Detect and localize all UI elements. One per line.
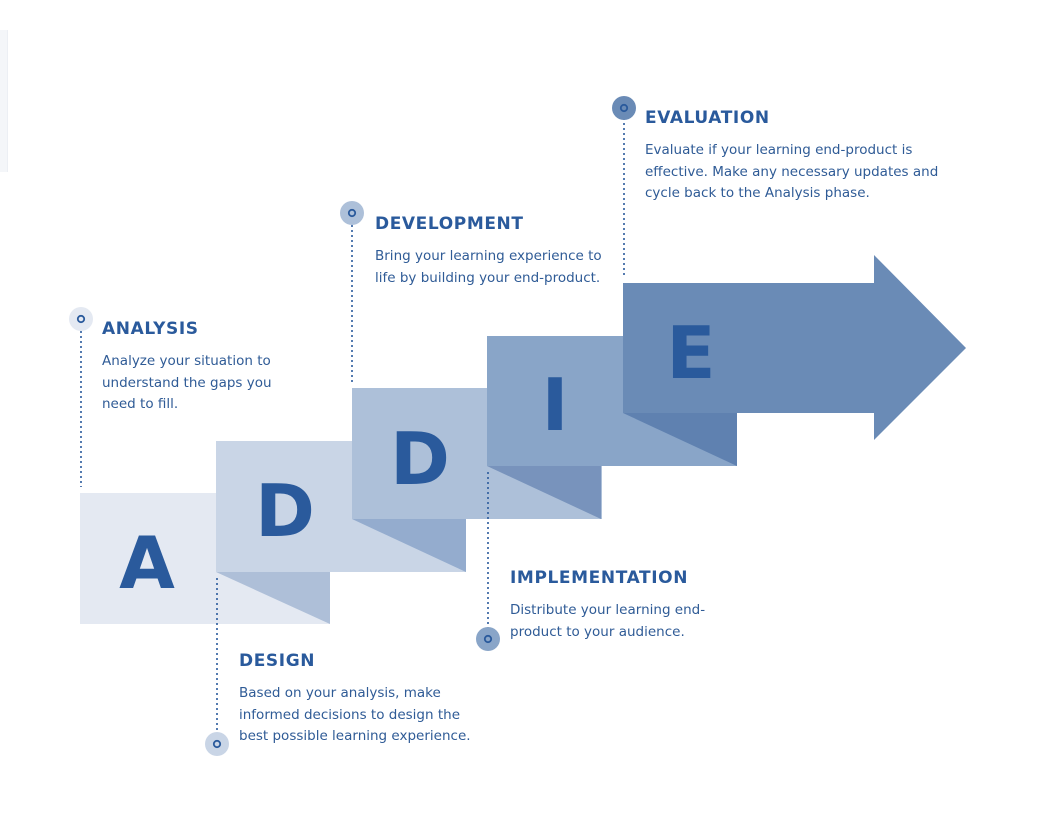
implementation-desc-line: product to your audience. [510,623,685,640]
step-i-fold [487,466,601,519]
step-e-arrow [623,255,966,440]
analysis-block: ANALYSIS Analyze your situation to under… [102,319,272,416]
analysis-marker [69,307,93,331]
development-block: DEVELOPMENT Bring your learning experien… [375,214,602,289]
letter-a: A [119,521,175,605]
implementation-title: IMPLEMENTATION [510,568,689,588]
letter-i: I [542,363,569,447]
implementation-marker [476,627,500,651]
letter-e: E [666,311,715,395]
evaluation-marker [612,96,636,120]
implementation-block: IMPLEMENTATION Distribute your learning … [510,568,705,643]
implementation-description: Distribute your learning end- product to… [510,600,705,643]
development-title: DEVELOPMENT [375,214,524,234]
evaluation-desc-line: cycle back to the Analysis phase. [645,185,870,201]
evaluation-desc-line: effective. Make any necessary updates an… [645,163,939,180]
development-description: Bring your learning experience to life b… [375,246,602,289]
evaluation-desc-line: Evaluate if your learning end-product is [645,142,913,158]
evaluation-title: EVALUATION [645,108,770,128]
development-desc-line: Bring your learning experience to [375,248,602,264]
analysis-desc-line: understand the gaps you [102,374,272,391]
design-marker [205,732,229,756]
left-edge-panel [0,30,8,172]
step-e-fold [623,413,737,466]
analysis-title: ANALYSIS [102,319,199,339]
analysis-desc-line: need to fill. [102,396,179,412]
design-description: Based on your analysis, make informed de… [239,683,471,748]
development-marker [340,201,364,225]
analysis-description: Analyze your situation to understand the… [102,351,272,416]
letter-d-design: D [255,469,315,553]
design-desc-line: best possible learning experience. [239,728,471,744]
design-desc-line: Based on your analysis, make [239,685,441,701]
letter-d-development: D [390,417,450,501]
design-desc-line: informed decisions to design the [239,706,460,723]
evaluation-description: Evaluate if your learning end-product is… [645,140,938,205]
design-title: DESIGN [239,651,316,671]
design-block: DESIGN Based on your analysis, make info… [239,651,471,748]
evaluation-block: EVALUATION Evaluate if your learning end… [645,108,938,205]
step-d1-fold [216,572,330,624]
analysis-desc-line: Analyze your situation to [102,353,271,369]
implementation-desc-line: Distribute your learning end- [510,602,706,618]
step-d2-fold [352,519,466,572]
development-desc-line: life by building your end-product. [375,269,601,286]
